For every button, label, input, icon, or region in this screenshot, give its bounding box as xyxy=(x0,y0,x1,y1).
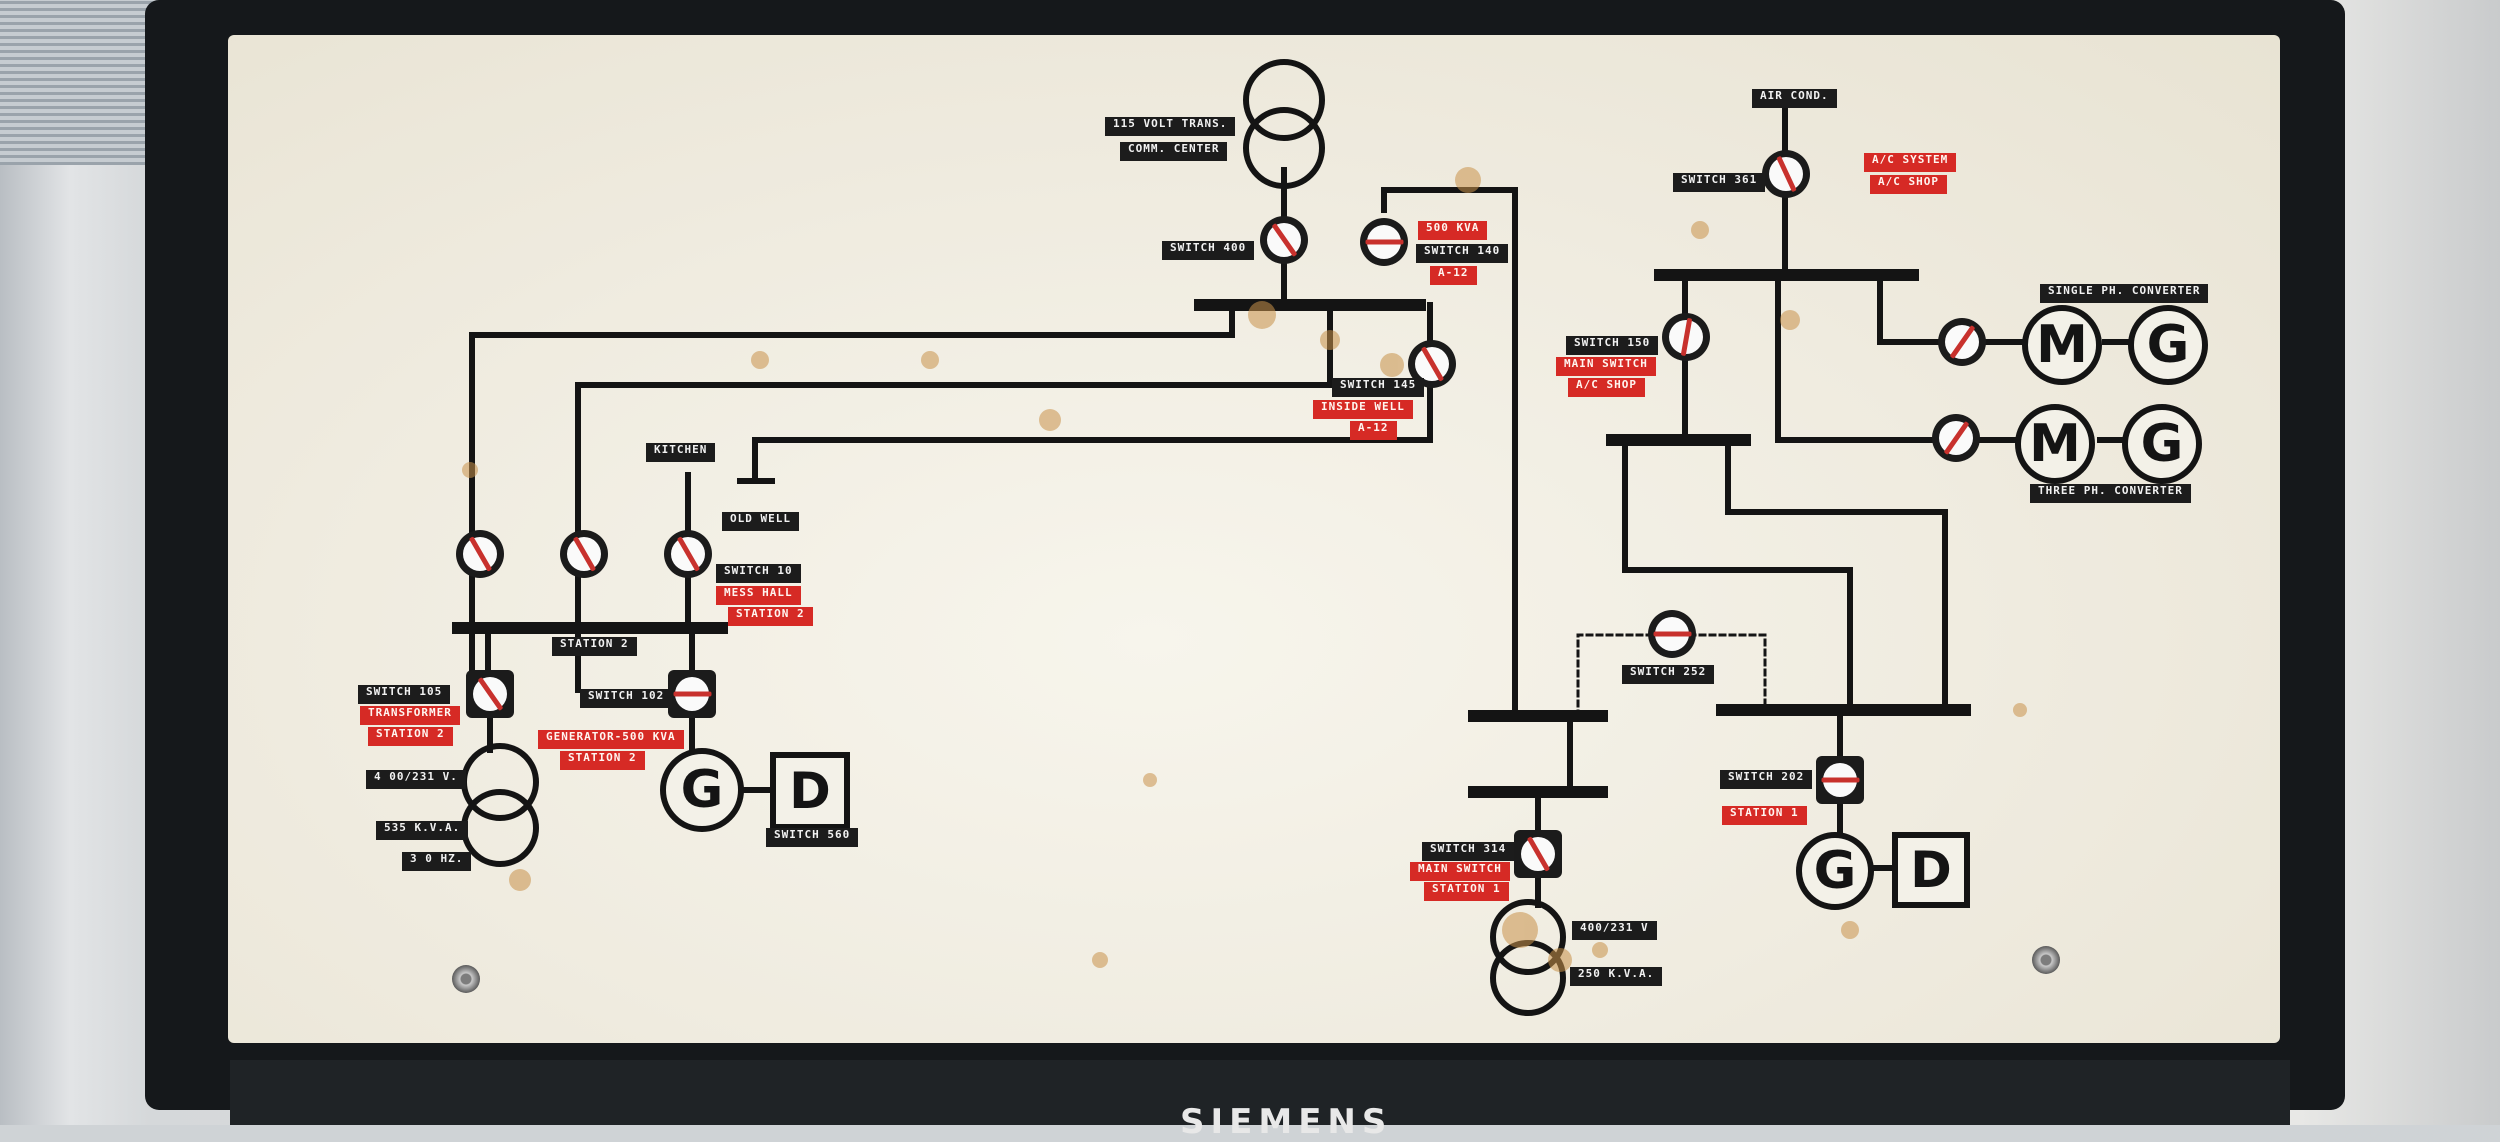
breaker-switch-202[interactable] xyxy=(1816,756,1864,804)
label-station-2-b: STATION 2 xyxy=(368,727,453,746)
label-station-2-a: STATION 2 xyxy=(728,607,813,626)
label-hz-left: 3 0 HZ. xyxy=(402,852,472,871)
label-switch-202: SWITCH 202 xyxy=(1720,770,1813,789)
label-switch-140: SWITCH 140 xyxy=(1416,244,1509,263)
label-mess-hall: MESS HALL xyxy=(716,586,801,605)
label-kitchen: KITCHEN xyxy=(646,443,716,462)
label-ac-system: A/C SYSTEM xyxy=(1864,153,1957,172)
label-generator-500: GENERATOR-500 KVA xyxy=(538,730,684,749)
label-three-ph: THREE PH. CONVERTER xyxy=(2030,484,2191,503)
label-main-switch-st1: MAIN SWITCH xyxy=(1410,862,1510,881)
breaker-feeder-110[interactable] xyxy=(456,530,504,578)
generator-right: G xyxy=(1796,832,1874,910)
transformer-comm-lower xyxy=(1243,107,1325,189)
label-ac-shop-a: A/C SHOP xyxy=(1870,175,1947,194)
breaker-feeder-109[interactable] xyxy=(560,530,608,578)
diesel-right: D xyxy=(1892,832,1970,908)
label-station-1-b: STATION 1 xyxy=(1424,882,1509,901)
label-switch-150: SWITCH 150 xyxy=(1566,336,1659,355)
breaker-single-ph[interactable] xyxy=(1938,318,1986,366)
label-switch-105: SWITCH 105 xyxy=(358,685,451,704)
label-switch-145: SWITCH 145 xyxy=(1332,378,1425,397)
breaker-switch-361[interactable] xyxy=(1762,150,1810,198)
breaker-switch-252[interactable] xyxy=(1648,610,1696,658)
label-switch-10: SWITCH 10 xyxy=(716,564,801,583)
feeder-left-1 xyxy=(469,302,1235,693)
diesel-left: D xyxy=(770,752,850,830)
label-station-2-c: STATION 2 xyxy=(560,751,645,770)
label-switch-361: SWITCH 361 xyxy=(1673,173,1766,192)
label-a12-upper: A-12 xyxy=(1430,266,1477,285)
breaker-switch-150[interactable] xyxy=(1662,313,1710,361)
breaker-switch-145[interactable] xyxy=(1408,340,1456,388)
label-air-cond: AIR COND. xyxy=(1752,89,1837,108)
label-switch-560: SWITCH 560 xyxy=(766,828,859,847)
generator-single-ph: G xyxy=(2128,305,2208,385)
generator-left: G xyxy=(660,748,744,832)
label-a12-lower: A-12 xyxy=(1350,421,1397,440)
label-switch-102: SWITCH 102 xyxy=(580,689,673,708)
label-switch-252: SWITCH 252 xyxy=(1622,665,1715,684)
label-station-2-bus: STATION 2 xyxy=(552,637,637,656)
label-switch-314: SWITCH 314 xyxy=(1422,842,1515,861)
label-kva-right: 250 K.V.A. xyxy=(1570,967,1663,986)
label-comm-center: COMM. CENTER xyxy=(1120,142,1228,161)
label-volts-left: 4 00/231 V. xyxy=(366,770,466,789)
breaker-switch-314[interactable] xyxy=(1514,830,1562,878)
label-single-ph: SINGLE PH. CONVERTER xyxy=(2040,284,2209,303)
label-kva-left: 535 K.V.A. xyxy=(376,821,469,840)
motor-three-ph: M xyxy=(2015,404,2095,484)
generator-three-ph: G xyxy=(2122,404,2202,484)
frame-base xyxy=(230,1060,2290,1125)
motor-single-ph: M xyxy=(2022,305,2102,385)
label-ac-shop-b: A/C SHOP xyxy=(1568,378,1645,397)
feeder-140 xyxy=(1381,187,1518,713)
label-transformer: TRANSFORMER xyxy=(360,706,460,725)
label-volt-trans: 115 VOLT TRANS. xyxy=(1105,117,1236,136)
transformer-comm-upper xyxy=(1243,59,1325,141)
breaker-switch-140[interactable] xyxy=(1360,218,1408,266)
label-switch-400: SWITCH 400 xyxy=(1162,241,1255,260)
panel-screw-right xyxy=(2032,946,2060,974)
label-station-1-a: STATION 1 xyxy=(1722,806,1807,825)
label-inside-well: INSIDE WELL xyxy=(1313,400,1413,419)
breaker-switch-102[interactable] xyxy=(668,670,716,718)
label-volts-right: 400/231 V xyxy=(1572,921,1657,940)
air-vent xyxy=(0,0,160,165)
breaker-three-ph[interactable] xyxy=(1932,414,1980,462)
breaker-switch-10[interactable] xyxy=(664,530,712,578)
panel-screw-left xyxy=(452,965,480,993)
transformer-station2-lower xyxy=(461,789,539,867)
transformer-station2-upper xyxy=(461,743,539,821)
breaker-switch-105[interactable] xyxy=(466,670,514,718)
label-main-switch-ac: MAIN SWITCH xyxy=(1556,357,1656,376)
label-500-kva: 500 KVA xyxy=(1418,221,1488,240)
transformer-station1-upper xyxy=(1490,899,1566,975)
label-old-well: OLD WELL xyxy=(722,512,799,531)
breaker-switch-400[interactable] xyxy=(1260,216,1308,264)
